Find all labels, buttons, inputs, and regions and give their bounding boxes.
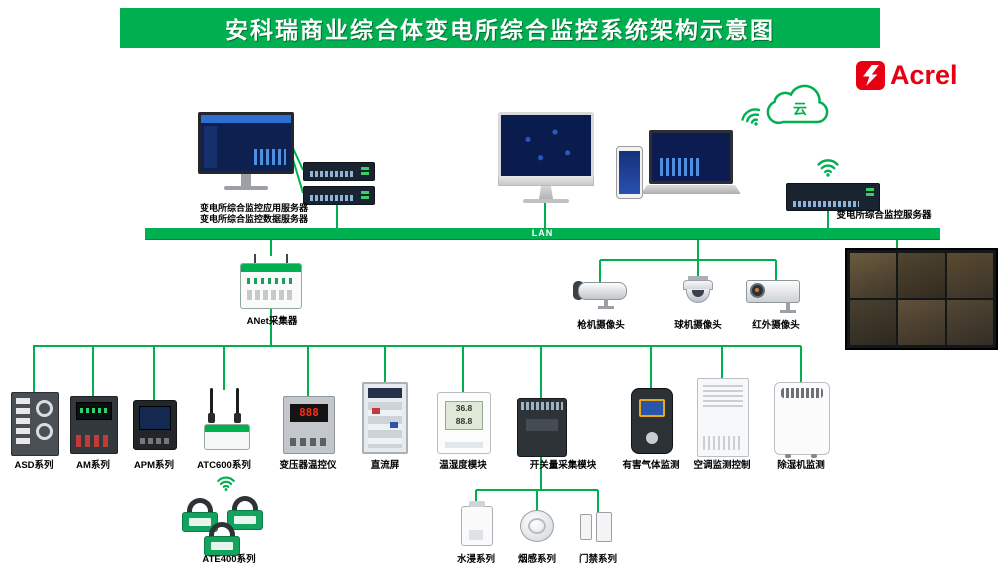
- mobile-phone: [616, 146, 643, 199]
- smoke-detector-label: 烟感系列: [517, 554, 556, 565]
- dome-camera: [681, 276, 715, 308]
- water-leak-sensor: [461, 501, 493, 546]
- temp-value: 36.8: [455, 403, 473, 413]
- asd-label: ASD系列: [14, 460, 54, 471]
- anet-body: [240, 263, 302, 309]
- ate400-sensor: [227, 496, 263, 532]
- temp-controller-label: 变压器温控仪: [279, 460, 337, 471]
- laptop: [641, 130, 741, 194]
- camera-feed: [850, 300, 897, 345]
- anet-label: ANet采集器: [246, 316, 298, 327]
- server-labels: 变电所综合监控应用服务器 变电所综合监控数据服务器: [200, 203, 308, 225]
- atc600-label: ATC600系列: [197, 460, 251, 471]
- am-label: AM系列: [76, 460, 110, 471]
- humidity-value: 88.8: [455, 416, 473, 426]
- asd-device: [11, 392, 59, 456]
- monitoring-workstation: [498, 112, 594, 203]
- am-device: [70, 396, 118, 454]
- temp-humidity-lcd: 36.8 88.8: [445, 401, 483, 430]
- dome-camera-label: 球机摄像头: [674, 320, 722, 331]
- temp-humidity-module: 36.8 88.8: [437, 392, 491, 454]
- laptop-screen: [649, 130, 733, 184]
- infrared-camera: [746, 278, 804, 314]
- ate400-sensor: [182, 498, 218, 534]
- temp-controller-display: 888: [290, 404, 328, 422]
- acrel-logo-icon: [856, 61, 885, 90]
- wifi-icon-ate: [217, 476, 235, 492]
- camera-feed: [850, 253, 897, 298]
- monitoring-server-label: 变电所综合监控服务器: [836, 210, 932, 221]
- acrel-logo: Acrel: [856, 60, 958, 91]
- digital-io-label: 开关量采集模块: [529, 460, 597, 471]
- imac-screen: [498, 112, 594, 176]
- transformer-temp-controller: 888: [283, 396, 335, 454]
- wifi-icon-server: [817, 159, 839, 177]
- imac-chin: [498, 176, 594, 186]
- monitor-screen: [198, 112, 294, 174]
- imac-base: [523, 199, 569, 203]
- title-banner: 安科瑞商业综合体变电所综合监控系统架构示意图: [120, 8, 880, 48]
- camera-feed: [946, 300, 993, 345]
- monitoring-server-unit: [786, 183, 880, 211]
- wifi-icon-cloud: [741, 108, 761, 126]
- bullet-camera: [573, 280, 627, 310]
- page-title: 安科瑞商业综合体变电所综合监控系统架构示意图: [225, 17, 775, 43]
- apm-meter: [133, 400, 177, 450]
- water-leak-label: 水浸系列: [456, 554, 495, 565]
- door-access-label: 门禁系列: [578, 554, 617, 565]
- imac-stand: [539, 186, 553, 199]
- data-server-label: 变电所综合监控数据服务器: [200, 214, 309, 224]
- dc-panel-label: 直流屏: [370, 460, 400, 471]
- cloud-label: 云: [793, 101, 807, 117]
- bullet-camera-label: 枪机摄像头: [577, 320, 625, 331]
- phone-screen: [619, 151, 640, 194]
- gas-detector: [631, 388, 673, 454]
- monitor-stand: [241, 174, 251, 186]
- lan-label: LAN: [531, 228, 554, 238]
- anet-collector: [240, 254, 302, 310]
- ate400-sensor: [204, 522, 240, 558]
- laptop-keyboard: [641, 185, 741, 194]
- digital-io-module: [517, 398, 567, 457]
- data-server-unit: [303, 186, 375, 205]
- dehumidifier-unit: [774, 382, 830, 458]
- ate400-label: ATE400系列: [202, 554, 256, 565]
- infrared-camera-label: 红外摄像头: [752, 320, 800, 331]
- air-conditioner-label: 空调监测控制: [693, 460, 751, 471]
- camera-feed: [898, 253, 945, 298]
- temp-humidity-label: 温湿度模块: [439, 460, 487, 471]
- application-server-monitor: [198, 112, 294, 190]
- camera-feed: [898, 300, 945, 345]
- dc-panel: [362, 382, 408, 454]
- gas-detector-label: 有害气体监测: [622, 460, 680, 471]
- smoke-detector: [520, 510, 554, 542]
- video-wall-display: [845, 248, 998, 350]
- air-conditioner-unit: [697, 378, 749, 457]
- application-server-unit: [303, 162, 375, 181]
- atc600-device: [196, 388, 256, 452]
- cloud-icon: 云: [762, 82, 838, 130]
- door-access-sensor: [580, 512, 616, 542]
- app-server-label: 变电所综合监控应用服务器: [200, 203, 309, 213]
- lan-bus: LAN: [145, 228, 940, 240]
- dehumidifier-label: 除湿机监测: [777, 460, 825, 471]
- monitor-base: [224, 186, 268, 190]
- acrel-logo-text: Acrel: [890, 60, 958, 90]
- apm-label: APM系列: [133, 460, 175, 471]
- camera-lens: [692, 290, 704, 297]
- camera-feed: [946, 253, 993, 298]
